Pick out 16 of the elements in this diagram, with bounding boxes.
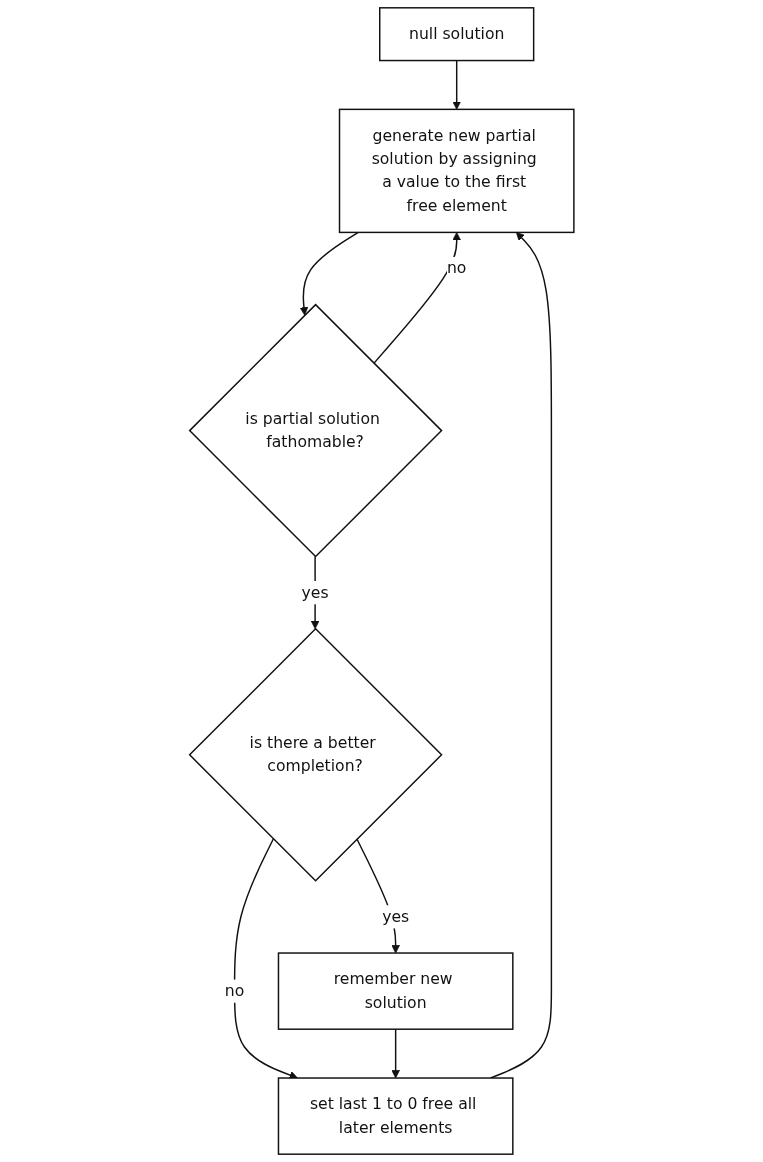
node-diamond: is there a better completion?	[188, 627, 443, 882]
arrow	[233, 838, 298, 1080]
node-box: set last 1 to 0 free all later elements	[277, 1077, 514, 1155]
arrow	[299, 231, 359, 316]
edge-label: no	[224, 981, 245, 1000]
arrow	[391, 1028, 400, 1079]
edge-label: yes	[301, 582, 329, 602]
node-box: generate new partial solution by assigning a value to the first free element	[338, 108, 575, 234]
node-box: null solution	[378, 7, 535, 62]
arrow	[372, 232, 461, 365]
arrow	[452, 59, 461, 110]
node-diamond: is partial solution fathomable?	[188, 303, 443, 558]
edge-label: yes	[381, 907, 409, 926]
edge-label: no	[446, 258, 467, 278]
node-box: remember new solution	[277, 952, 514, 1030]
arrow	[489, 232, 552, 1079]
